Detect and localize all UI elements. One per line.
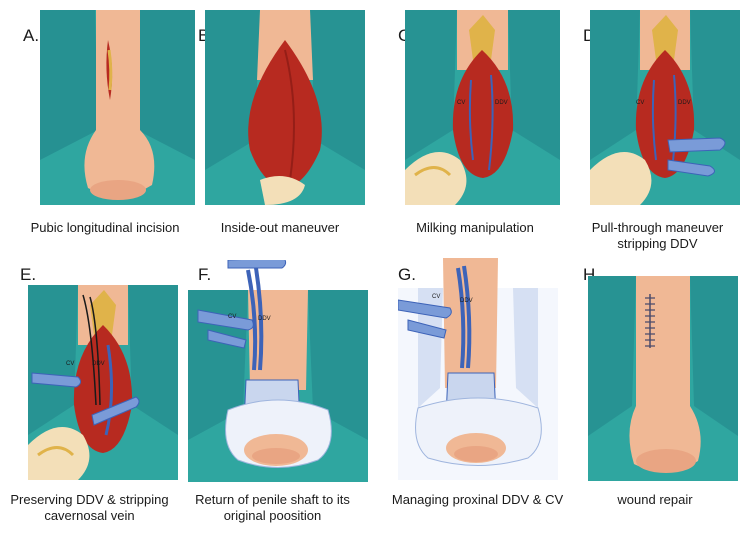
panel-b-caption: Inside-out maneuver (200, 220, 360, 236)
panel-g-letter: G. (398, 265, 416, 284)
caption-line: Managing proxinal DDV & CV (391, 492, 564, 507)
cv-label: CV (432, 294, 440, 300)
retractor-instrument-icon (31, 372, 82, 388)
caption-line: Preserving DDV & stripping (10, 492, 169, 507)
ddv-label: DDV (495, 100, 508, 106)
retractor-instrument-icon (667, 137, 726, 153)
caption-line: Return of penile shaft to its (195, 492, 350, 507)
panel-h-caption: wound repair (575, 492, 735, 508)
panel-e-letter: E. (20, 265, 37, 284)
caption-line: stripping DDV (617, 236, 698, 251)
panel-g-caption: Managing proxinal DDV & CV (390, 492, 565, 508)
caption-line: Pull-through maneuver (591, 220, 724, 235)
panel-c-illustration: CV DDV (405, 10, 560, 205)
panel-f-caption: Return of penile shaft to its original p… (185, 492, 360, 524)
ddv-label: DDV (460, 298, 473, 304)
panel-a-illustration (40, 10, 195, 205)
retractor-instrument-icon (227, 260, 287, 269)
ddv-label: DDV (92, 361, 105, 367)
panel-f-letter: F. (198, 265, 212, 284)
ddv-label: DDV (258, 316, 271, 322)
panel-g-illustration: CV DDV (398, 258, 558, 480)
panel-h-illustration (588, 276, 738, 481)
caption-line: Milking manipulation (416, 220, 534, 235)
panel-e-illustration: CV DDV (28, 285, 178, 480)
caption-line: cavernosal vein (44, 508, 135, 523)
panel-a-caption: Pubic longitudinal incision (20, 220, 190, 236)
cv-label: CV (66, 361, 74, 367)
retractor-instrument-icon (398, 299, 452, 319)
caption-line: wound repair (617, 492, 693, 507)
panel-b-illustration (205, 10, 365, 205)
panel-d-caption: Pull-through maneuver stripping DDV (575, 220, 740, 252)
panel-d-illustration: CV DDV (590, 10, 740, 205)
cv-label: CV (457, 100, 465, 106)
panel-a-letter: A. (23, 26, 40, 45)
panel-e-caption: Preserving DDV & stripping cavernosal ve… (2, 492, 177, 524)
caption-line: Pubic longitudinal incision (30, 220, 180, 235)
panel-f-illustration: CV DDV (188, 260, 368, 482)
cv-label: CV (228, 314, 236, 320)
panel-c-caption: Milking manipulation (395, 220, 555, 236)
cv-label: CV (636, 100, 644, 106)
caption-line: original poosition (223, 508, 322, 523)
caption-line: Inside-out maneuver (220, 220, 340, 235)
ddv-label: DDV (678, 100, 691, 106)
